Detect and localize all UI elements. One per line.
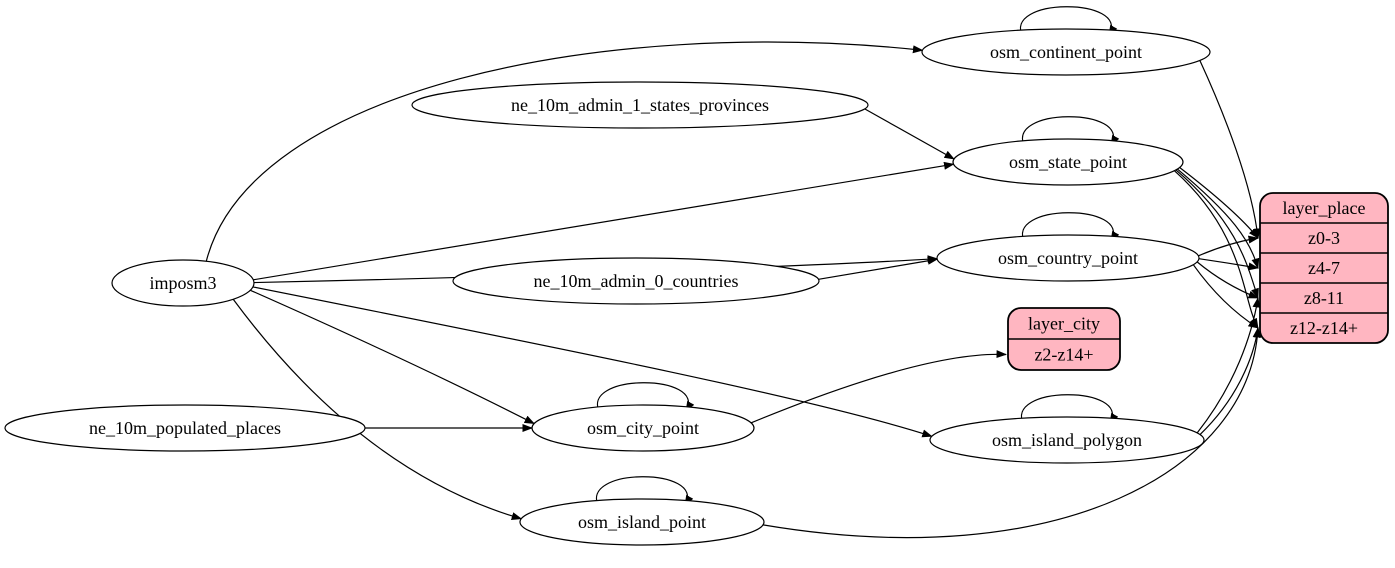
node-ne_10m_admin_0_countries: ne_10m_admin_0_countries: [452, 257, 820, 305]
table-shape: [921, 28, 1211, 76]
table-label: ne_10m_populated_places: [89, 418, 281, 438]
edge-imposm3-to-osm_state_point: [253, 161, 955, 281]
edge-imposm3-to-osm_city_point: [250, 289, 535, 425]
edge-osm_state_point-to-layer_place-z4-7: [1177, 168, 1260, 269]
table-label: ne_10m_admin_0_countries: [534, 271, 739, 291]
zoom-range-label: z2-z14+: [1034, 345, 1093, 365]
edge-osm_city_point-to-osm_city_point: [596, 382, 695, 414]
nodes-layer: imposm3 ne_10m_admin_1_states_provincesne…: [4, 28, 1389, 546]
edge-imposm3-to-osm_continent_point: [205, 41, 924, 262]
edge-osm_country_point-to-layer_place-z8-11: [1196, 261, 1259, 299]
edge-osm_state_point-to-osm_state_point: [1021, 116, 1120, 148]
node-layer_city: layer_city z2-z14+: [1007, 307, 1121, 371]
edge-osm_island_polygon-to-layer_place-z8-11: [1196, 297, 1261, 434]
node-layer_place: layer_place z0-3 z4-7 z8-11 z12-z14+: [1259, 192, 1389, 344]
edge-osm_island_polygon-to-layer_place-z12-z14+: [1199, 327, 1261, 435]
node-ne_10m_admin_1_states_provinces: ne_10m_admin_1_states_provinces: [411, 81, 869, 129]
edge-osm_island_point-to-layer_place-z12-z14+: [762, 327, 1262, 539]
table-shape: [952, 138, 1184, 186]
zoom-range-label: z4-7: [1308, 258, 1340, 278]
node-osm_city_point: osm_city_point: [531, 404, 755, 452]
edge-osm_country_point-to-layer_place-z12-z14+: [1192, 264, 1259, 329]
zoom-range-label: z0-3: [1308, 228, 1340, 248]
edges-layer: [205, 6, 1262, 539]
node-osm_island_polygon: osm_island_polygon: [929, 416, 1205, 464]
layer-box: [1259, 192, 1389, 344]
edge-osm_state_point-to-layer_place-z8-11: [1175, 169, 1259, 299]
table-label: osm_state_point: [1009, 152, 1127, 172]
table-label: osm_island_polygon: [992, 430, 1142, 450]
edge-osm_state_point-to-layer_place-z12-z14+: [1173, 170, 1259, 329]
table-shape: [531, 404, 755, 452]
edge-ne_10m_admin_0_countries-to-osm_country_point: [818, 256, 939, 280]
table-shape: [4, 404, 366, 452]
edge-osm_state_point-to-layer_place-z0-3: [1179, 167, 1259, 239]
edge-osm_country_point-to-layer_place-z0-3: [1198, 235, 1259, 257]
edge-ne_10m_admin_1_states_provinces-to-osm_state_point: [864, 108, 955, 160]
node-osm_island_point: osm_island_point: [519, 498, 765, 546]
edge-osm_island_point-to-osm_island_point: [595, 476, 694, 508]
table-shape: [519, 498, 765, 546]
edge-osm_country_point-to-layer_place-z4-7: [1198, 258, 1259, 271]
edge-osm_island_polygon-to-osm_island_polygon: [1020, 394, 1119, 426]
node-osm_country_point: osm_country_point: [936, 234, 1200, 282]
node-imposm3: imposm3: [111, 259, 255, 307]
edge-osm_continent_point-to-osm_continent_point: [1019, 6, 1118, 38]
table-shape: [452, 257, 820, 305]
edge-osm_country_point-to-osm_country_point: [1021, 212, 1120, 244]
zoom-range-label: z12-z14+: [1290, 318, 1358, 338]
table-label: osm_continent_point: [990, 42, 1142, 62]
table-label: imposm3: [149, 273, 216, 293]
edge-imposm3-to-osm_island_point: [232, 298, 523, 520]
zoom-range-label: z8-11: [1304, 288, 1344, 308]
table-label: osm_island_point: [578, 512, 706, 532]
table-shape: [111, 259, 255, 307]
edge-osm_continent_point-to-layer_place-z0-3: [1199, 60, 1261, 239]
table-shape: [929, 416, 1205, 464]
table-label: osm_city_point: [587, 418, 699, 438]
table-label: ne_10m_admin_1_states_provinces: [511, 95, 769, 115]
edge-osm_city_point-to-layer_city-z2-z14+: [750, 350, 1007, 424]
table-shape: [936, 234, 1200, 282]
table-shape: [411, 81, 869, 129]
edge-imposm3-to-osm_island_polygon: [252, 286, 933, 438]
node-osm_continent_point: osm_continent_point: [921, 28, 1211, 76]
layer-header-label: layer_city: [1028, 314, 1100, 334]
layer-header-label: layer_place: [1283, 198, 1366, 218]
node-ne_10m_populated_places: ne_10m_populated_places: [4, 404, 366, 452]
table-label: osm_country_point: [998, 248, 1138, 268]
node-osm_state_point: osm_state_point: [952, 138, 1184, 186]
